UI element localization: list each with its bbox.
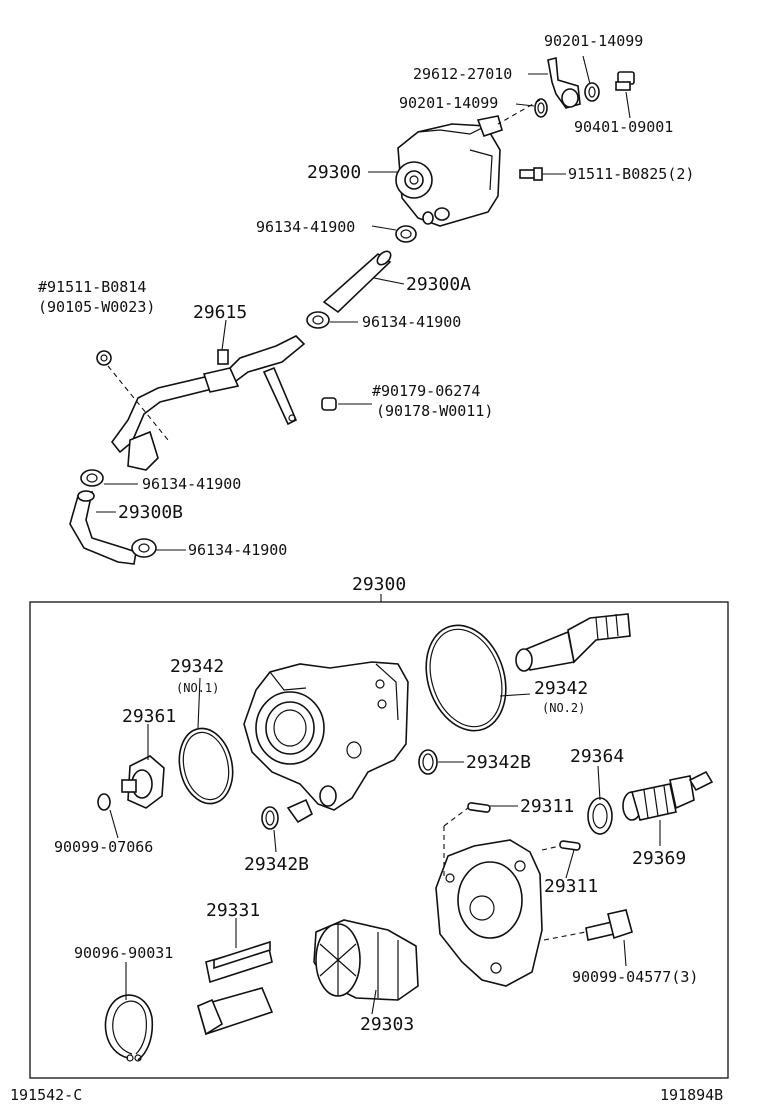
rotor-29303 (313, 919, 419, 1001)
label-29300-assembly: 29300 (352, 574, 406, 595)
hose-clamp-d (131, 538, 157, 558)
label-96134-41900-a: 96134-41900 (256, 218, 355, 236)
label-29369: 29369 (632, 848, 686, 869)
label-29361: 29361 (122, 706, 176, 727)
label-90105-w0023: (90105-W0023) (38, 298, 155, 316)
nut-91511-b0814 (96, 350, 112, 366)
ring-90099-07066 (97, 793, 111, 811)
snap-ring-90096-90031 (104, 994, 154, 1062)
pin-29311-a (467, 802, 491, 813)
label-29342b-a: 29342B (466, 752, 531, 773)
gasket-90201-top (584, 82, 600, 102)
pin-29311-b (559, 840, 581, 851)
o-ring-29342b-b (261, 806, 279, 830)
nut-90179-06274 (321, 397, 337, 411)
label-96134-41900-c: 96134-41900 (142, 475, 241, 493)
label-90201-14099-mid: 90201-14099 (399, 94, 498, 112)
label-90401-09001: 90401-09001 (574, 118, 673, 136)
vacuum-switch-29369 (622, 770, 714, 821)
label-90179-06274: #90179-06274 (372, 382, 480, 400)
label-90201-14099-top: 90201-14099 (544, 32, 643, 50)
label-29300b: 29300B (118, 502, 183, 523)
label-29331: 29331 (206, 900, 260, 921)
label-no1: (NO.1) (176, 681, 219, 695)
footer-left-code: 191542-C (10, 1086, 82, 1104)
pump-housing (243, 661, 409, 824)
vacuum-pipe-29615 (110, 335, 306, 471)
label-90099-04577: 90099-04577(3) (572, 968, 698, 986)
label-29342-no2: 29342 (534, 678, 588, 699)
label-96134-41900-d: 96134-41900 (188, 541, 287, 559)
label-29342-no1: 29342 (170, 656, 224, 677)
label-90099-07066: 90099-07066 (54, 838, 153, 856)
label-91511-b0814: #91511-B0814 (38, 278, 146, 296)
label-no2: (NO.2) (542, 701, 585, 715)
o-ring-29342-no2 (425, 624, 507, 732)
hose-clamp-b (306, 311, 330, 329)
bolt-91511-b0825 (519, 167, 543, 181)
end-cover-plate (435, 839, 543, 987)
union-fitting (547, 56, 581, 109)
vanes-29331 (197, 940, 274, 1036)
plug-bolt (615, 71, 635, 91)
label-29342b-b: 29342B (244, 854, 309, 875)
o-ring-29342-no1 (178, 727, 234, 805)
bolt-90099-04577 (585, 909, 633, 941)
label-29303: 29303 (360, 1014, 414, 1035)
pump-shaft (515, 613, 631, 672)
label-91511-b0825: 91511-B0825(2) (568, 165, 694, 183)
label-29311-a: 29311 (520, 796, 574, 817)
label-29612-27010: 29612-27010 (413, 65, 512, 83)
label-29364: 29364 (570, 746, 624, 767)
rotor-drive-29361 (121, 755, 165, 809)
assembly-frame (29, 601, 729, 1079)
hose-clamp-a (395, 225, 417, 243)
label-90178-w0011: (90178-W0011) (376, 402, 493, 420)
label-96134-41900-b: 96134-41900 (362, 313, 461, 331)
label-90096-90031: 90096-90031 (74, 944, 173, 962)
label-29615: 29615 (193, 302, 247, 323)
label-29311-b: 29311 (544, 876, 598, 897)
gasket-90201-mid (534, 98, 548, 118)
o-ring-29342b-a (418, 749, 438, 775)
label-29300a: 29300A (406, 274, 471, 295)
footer-right-code: 191894B (660, 1086, 723, 1104)
vacuum-pump-assembly (395, 115, 503, 227)
hose-clamp-c (80, 469, 104, 487)
label-29300-top: 29300 (307, 162, 361, 183)
